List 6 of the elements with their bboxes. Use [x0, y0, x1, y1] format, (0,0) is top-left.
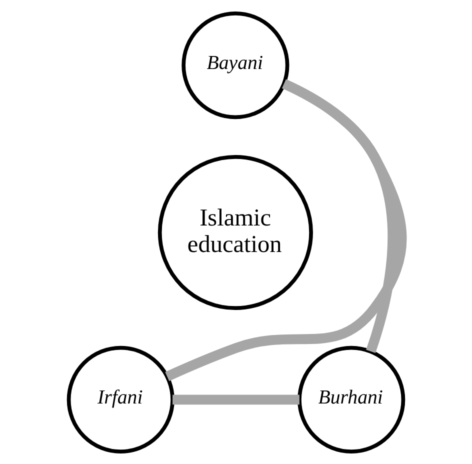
node-circle: Islamic education — [158, 154, 313, 310]
node-circle: Burhani — [298, 345, 406, 454]
node-circle: Irfani — [66, 345, 174, 454]
connector — [165, 78, 407, 381]
connector — [172, 394, 300, 404]
node-circle: Bayani — [182, 10, 290, 119]
